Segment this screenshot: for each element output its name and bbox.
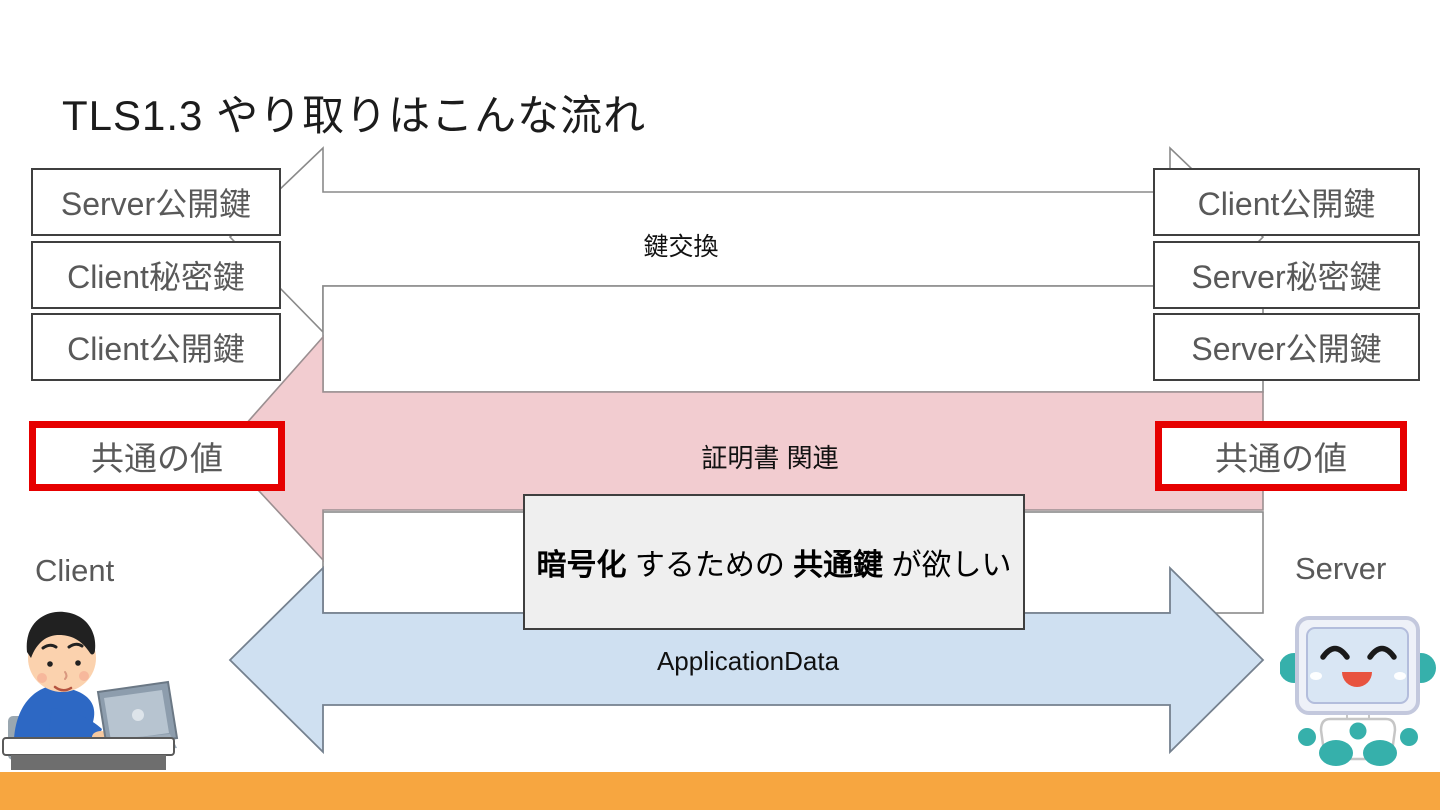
callout-box: 暗号化 するための 共通鍵 が欲しい <box>523 494 1025 630</box>
client-actor-label: Client <box>35 553 115 588</box>
client-key-box-client-public: Client公開鍵 <box>31 313 281 381</box>
certificate-label: 証明書 関連 <box>701 443 839 473</box>
person-at-laptop-illustration <box>2 611 179 770</box>
client-key-box-client-private: Client秘密鍵 <box>31 241 281 309</box>
robot-computer-illustration <box>1280 616 1436 766</box>
client-key-box-server-public: Server公開鍵 <box>31 168 281 236</box>
key-exchange-label: 鍵交換 <box>643 233 719 261</box>
handshake-band-upper <box>322 285 1264 393</box>
server-actor-label: Server <box>1295 551 1387 586</box>
server-key-box-server-private: Server秘密鍵 <box>1153 241 1420 309</box>
server-shared-value-box: 共通の値 <box>1155 421 1407 491</box>
callout-text: 暗号化 するための 共通鍵 が欲しい <box>536 549 1012 582</box>
server-key-box-client-public: Client公開鍵 <box>1153 168 1420 236</box>
footer-accent-bar <box>0 772 1440 810</box>
application-data-label: ApplicationData <box>656 646 840 676</box>
client-shared-value-box: 共通の値 <box>29 421 285 491</box>
server-key-box-server-public: Server公開鍵 <box>1153 313 1420 381</box>
page-title: TLS1.3 やり取りはこんな流れ <box>62 92 647 139</box>
